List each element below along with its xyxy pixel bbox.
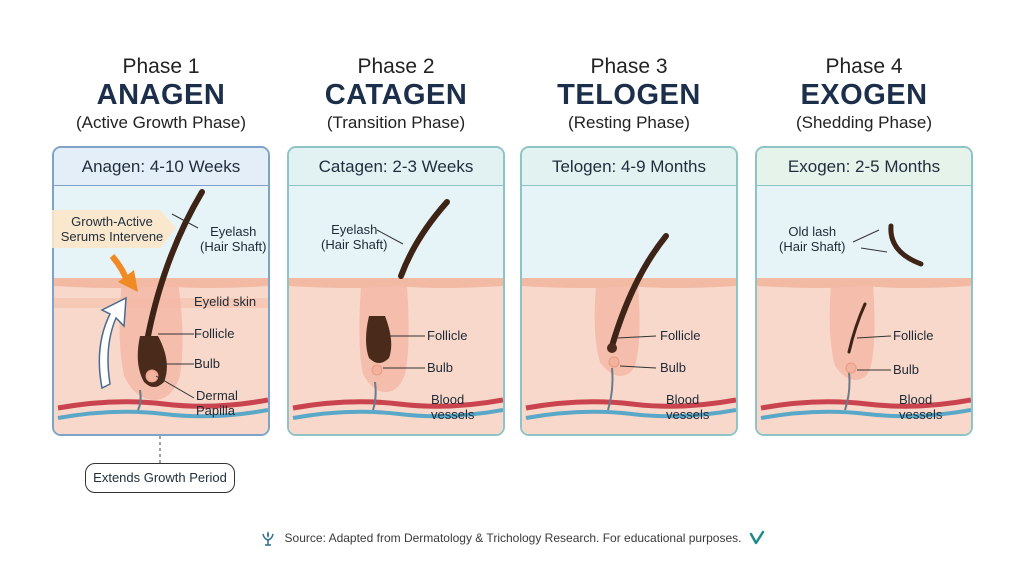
check-logo-icon [750,530,765,545]
dermal-papilla [371,364,383,376]
hair-logo-icon [261,531,274,546]
follicle-pointer [617,335,657,339]
duration-label: Catagen: 2-3 Weeks [289,148,503,186]
label-dermal-papilla: Dermal Papilla [196,388,238,418]
new-hair-shaft [847,302,867,354]
growth-active-label: Growth-Active Serums Intervene [56,214,168,244]
exogen-illustration [757,186,971,434]
eyelash-pointer [171,213,199,229]
source-text: Source: Adapted from Dermatology & Trich… [284,531,742,545]
label-eyelash: Eyelash (Hair Shaft) [321,222,388,252]
label-old-lash: Old lash (Hair Shaft) [779,224,846,254]
club-hair-end [607,343,617,353]
papilla-pointer [155,375,195,399]
phase-subtitle: (Shedding Phase) [795,113,933,132]
club-hair-shaft [609,233,669,349]
phase-title: TELOGEN [557,79,701,111]
label-blood-vessels: Blood vessels [431,392,475,422]
label-follicle: Follicle [427,328,468,343]
phase-card-exogen: Exogen: 2-5 Months Old lash (Hair Shaft)… [755,146,973,436]
catagen-illustration [289,186,503,434]
source-footer: Source: Adapted from Dermatology & Trich… [0,529,1024,550]
dermal-papilla [608,356,620,368]
vein-vessel [760,408,971,420]
artery-vessel [760,397,971,411]
label-follicle: Follicle [194,326,235,341]
eyelash-pointer [376,229,404,245]
label-bulb: Bulb [893,362,920,377]
hair-bulb [366,316,392,363]
hair-bulb [137,336,167,387]
vein-vessel [57,408,268,420]
oldlash-pointer-1 [852,229,880,243]
epidermis-layer [522,278,736,288]
oldlash-pointer-2 [860,247,888,253]
label-eyelid-skin: Eyelid skin [194,294,257,309]
label-bulb: Bulb [194,356,221,371]
duration-label: Anagen: 4-10 Weeks [54,148,268,186]
phase-subtitle: (Resting Phase) [568,113,690,132]
dermal-papilla [845,362,857,374]
label-bulb: Bulb [660,360,687,375]
phase-title: EXOGEN [800,79,928,111]
dermal-papilla [145,369,159,383]
phase-number: Phase 2 [357,55,435,78]
phase-number: Phase 4 [825,55,903,78]
bulb-pointer [619,365,657,369]
phase-card-telogen: Telogen: 4-9 Months Follicle Bulb Blood … [520,146,738,436]
label-bulb: Bulb [427,360,454,375]
vein-vessel [292,408,503,420]
label-blood-vessels: Blood vessels [899,392,943,422]
artery-vessel [292,397,503,411]
phase-title: ANAGEN [96,79,226,111]
phase-card-anagen: Anagen: 4-10 Weeks Eyelash (Hair Shaft) … [52,146,270,436]
follicle-pointer [856,335,892,339]
papilla-stalk [844,371,851,411]
phase-title: CATAGEN [324,79,468,111]
papilla-stalk [372,381,377,411]
phase-subtitle: (Active Growth Phase) [75,113,247,132]
phase-number: Phase 1 [122,55,200,78]
extends-growth-box: Extends Growth Period [85,463,235,493]
epidermis-layer [757,278,971,288]
label-blood-vessels: Blood vessels [666,392,710,422]
artery-vessel [525,397,736,411]
eyelash-shaft [145,189,205,339]
phase-subtitle: (Transition Phase) [326,113,466,132]
growth-arrow-icon [98,296,127,390]
duration-label: Telogen: 4-9 Months [522,148,736,186]
papilla-stalk [607,367,614,411]
growth-active-text: Growth-Active Serums Intervene [60,214,164,244]
label-follicle: Follicle [660,328,701,343]
artery-vessel [57,397,268,411]
vein-vessel [525,408,736,420]
old-lash-shaft [888,223,924,267]
label-eyelash: Eyelash (Hair Shaft) [200,224,267,254]
phase-number: Phase 3 [590,55,668,78]
phase-card-catagen: Catagen: 2-3 Weeks Eyelash (Hair Shaft) … [287,146,505,436]
telogen-illustration [522,186,736,434]
epidermis-layer [289,278,503,288]
eyelash-shaft [398,199,450,279]
label-follicle: Follicle [893,328,934,343]
papilla-stalk [137,389,142,411]
duration-label: Exogen: 2-5 Months [757,148,971,186]
